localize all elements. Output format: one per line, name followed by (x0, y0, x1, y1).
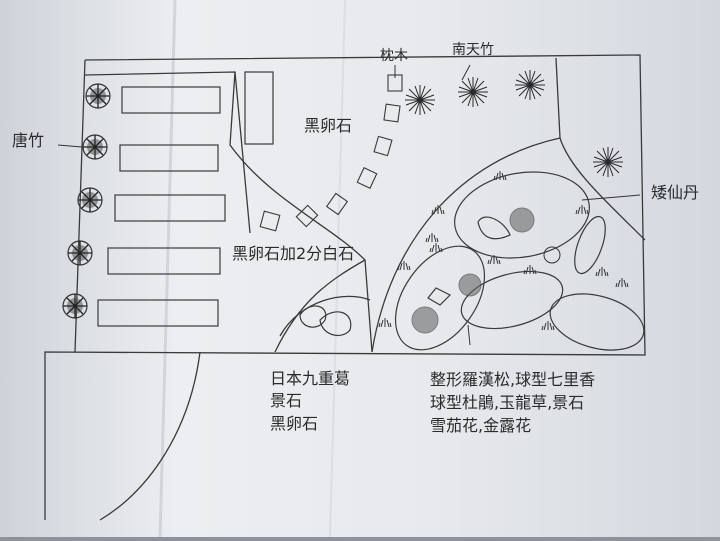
label-tangzhu: 唐竹 (12, 131, 45, 150)
label-aixiandan: 矮仙丹 (651, 183, 700, 202)
label-right-group-3: 雪茄花,金露花 (430, 416, 532, 435)
label-nantianzhu: 南天竹 (452, 42, 494, 58)
label-right-group-1: 整形羅漢松,球型七里香 (430, 370, 596, 389)
label-right-group-2: 球型杜鵑,玉龍草,景石 (430, 393, 585, 412)
label-left-group-2: 景石 (270, 391, 303, 410)
label-zhenmu: 枕木 (380, 48, 408, 64)
steps (97, 71, 274, 327)
label-heiluanshi-mix: 黑卵石加2分白石 (232, 244, 355, 263)
planting-beds (299, 171, 645, 351)
label-left-group-3: 黑卵石 (270, 414, 319, 433)
label-left-group-1: 日本九重葛 (270, 369, 351, 388)
label-heiluanshi-top: 黑卵石 (304, 116, 353, 135)
round-shrubs (411, 207, 561, 334)
